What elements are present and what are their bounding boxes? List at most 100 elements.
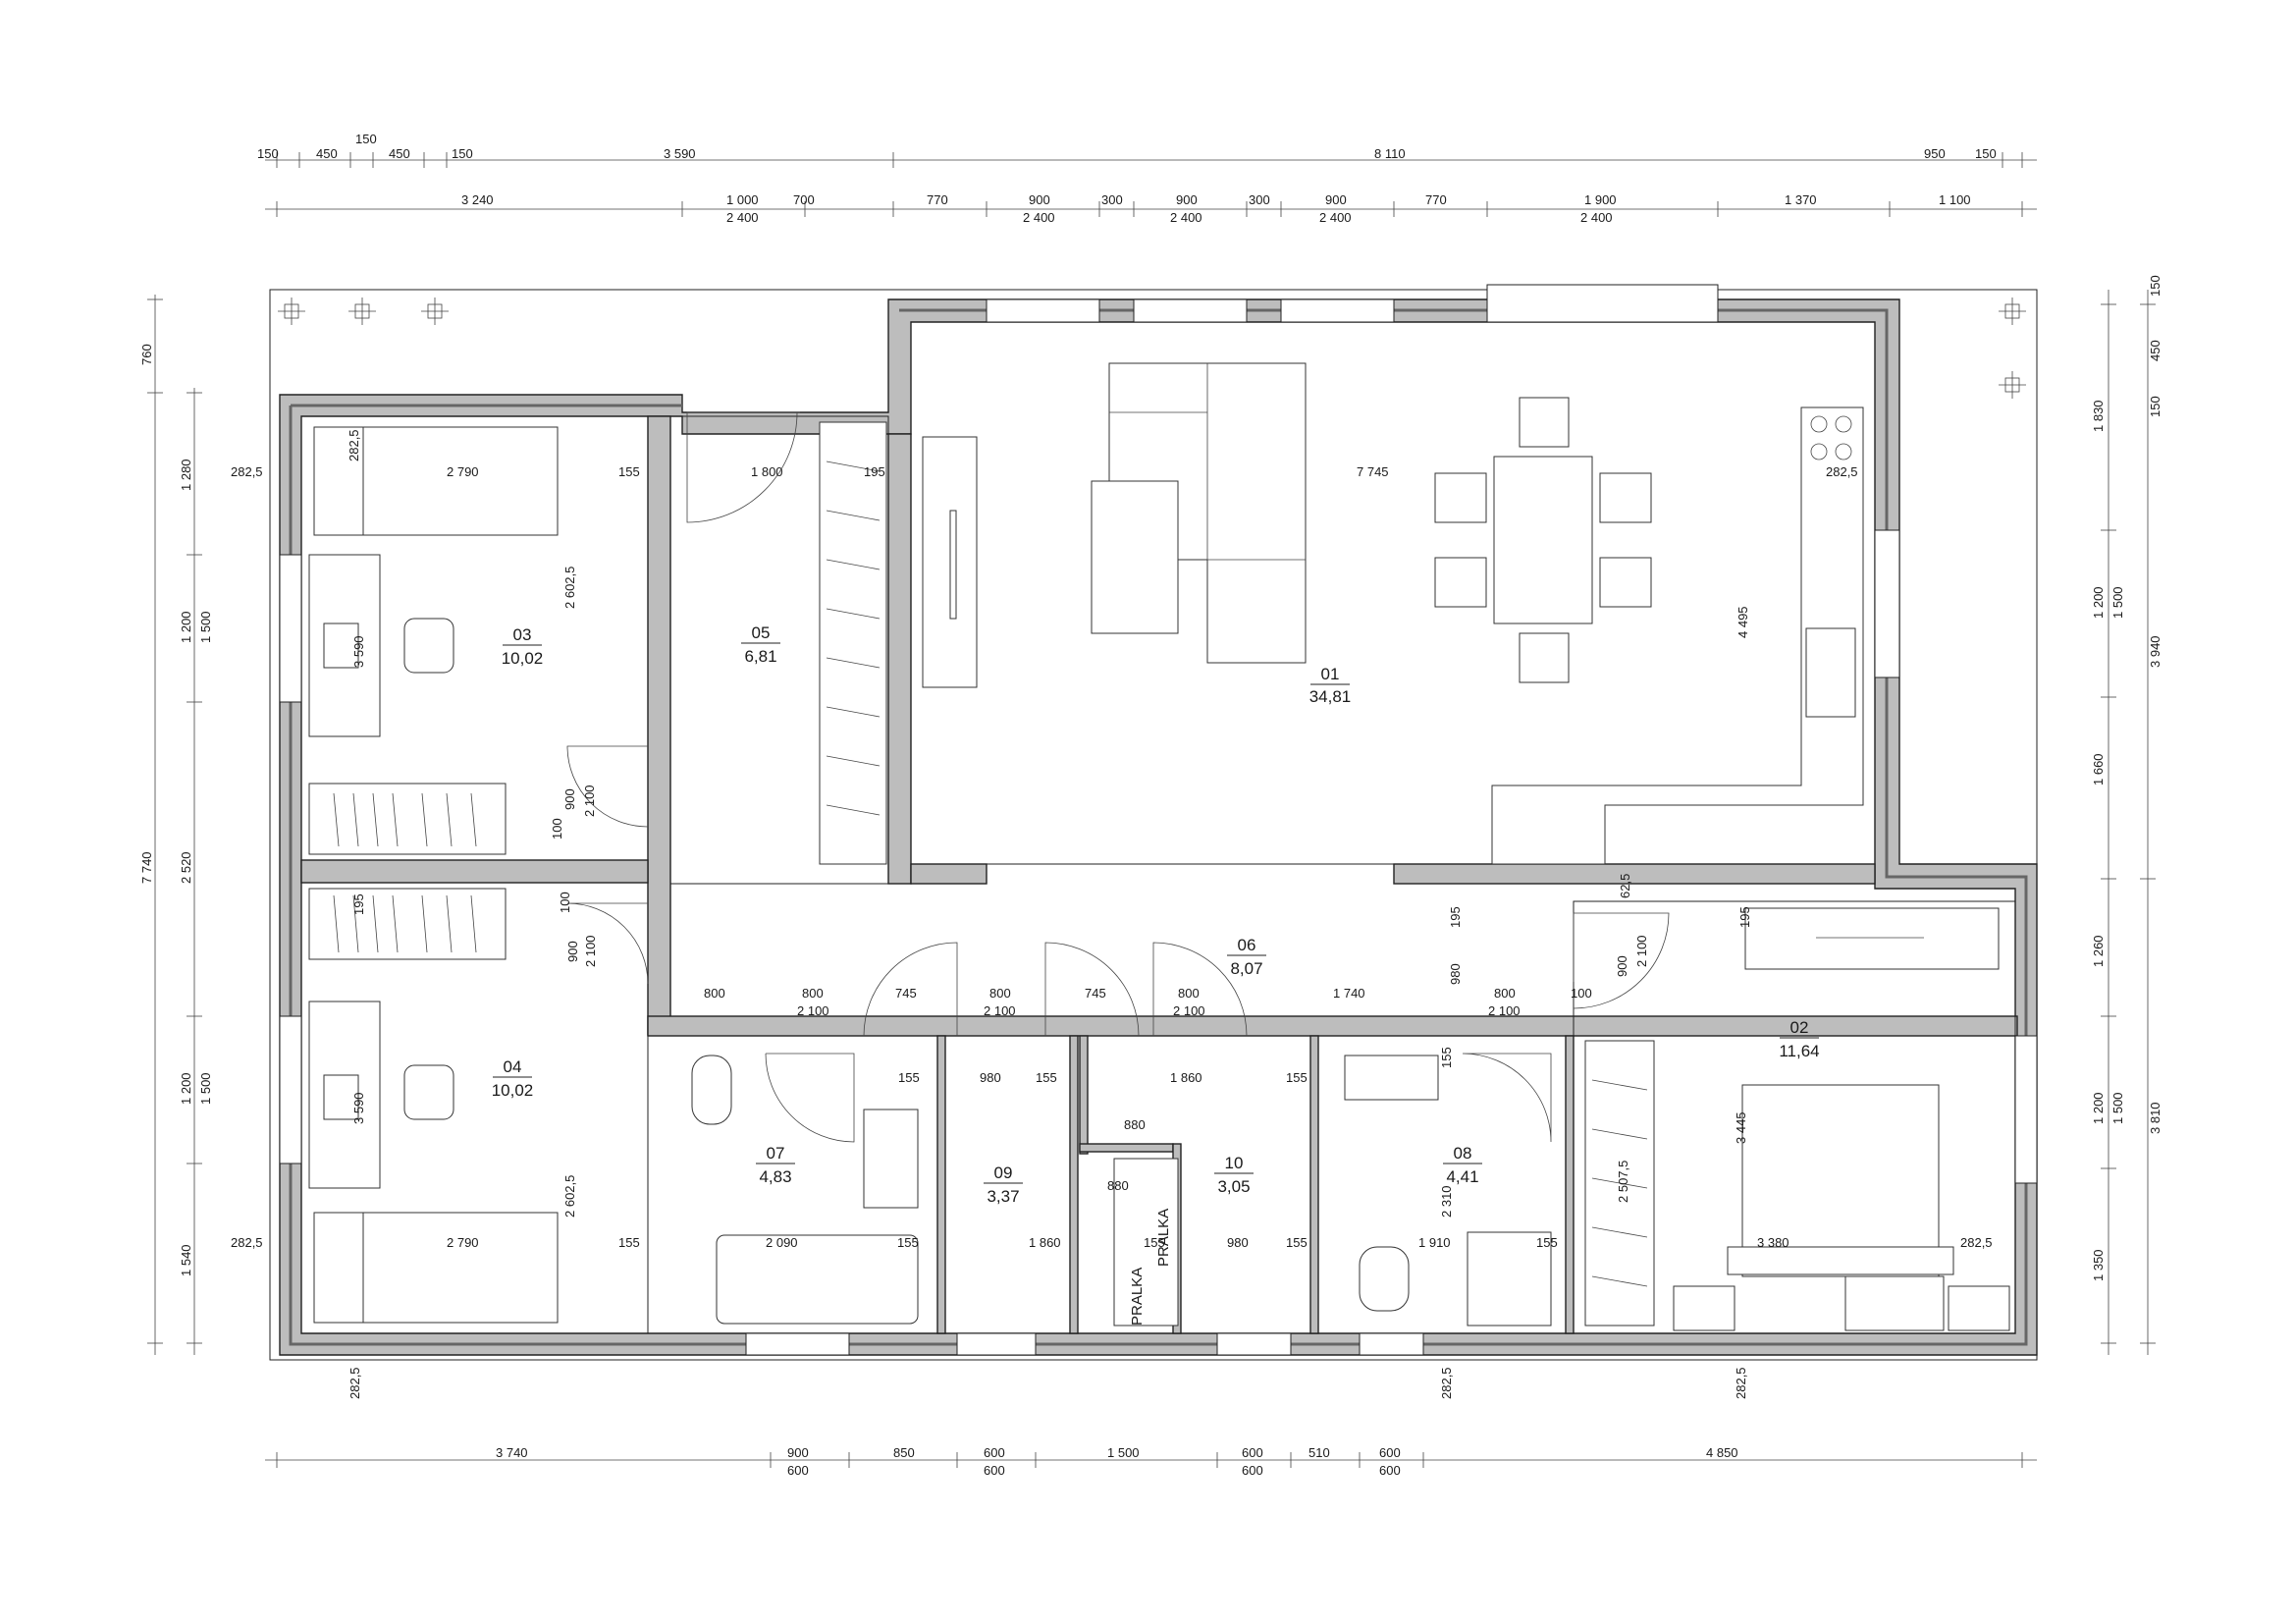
dim-text: 2 310	[1439, 1185, 1454, 1218]
room-number: 07	[767, 1144, 785, 1163]
room-area: 6,81	[744, 647, 776, 666]
dim-text: 155	[1286, 1235, 1308, 1250]
dim-text: 900	[1029, 192, 1050, 207]
laundry-labels: PRALKA PRALKA	[1129, 1209, 1172, 1326]
dim-text: 450	[2148, 340, 2163, 361]
room-number: 08	[1454, 1144, 1472, 1163]
room-number: 03	[513, 625, 532, 644]
windows	[279, 284, 2038, 1356]
dim-text: 510	[1308, 1445, 1330, 1460]
dim-text: 282,5	[231, 464, 263, 479]
bottom-dimension-lines	[265, 1452, 2037, 1468]
dim-text: 880	[1124, 1117, 1146, 1132]
toilet-08	[1359, 1246, 1410, 1312]
dim-text: 1 660	[2091, 753, 2106, 785]
dim-text: 282,5	[231, 1235, 263, 1250]
pralka-label: PRALKA	[1129, 1268, 1146, 1326]
dim-text: 282,5	[1439, 1367, 1454, 1399]
dim-text: 155	[1286, 1070, 1308, 1085]
dim-text: 3 740	[496, 1445, 528, 1460]
room-09: 09 3,37	[984, 1164, 1023, 1206]
room-number: 04	[504, 1057, 522, 1076]
dim-text: 150	[355, 132, 377, 146]
dim-text: 1 500	[1107, 1445, 1140, 1460]
room-area: 10,02	[492, 1081, 534, 1100]
sink-08	[1344, 1055, 1439, 1101]
sink-07	[863, 1109, 919, 1209]
dim-text: 3 590	[664, 146, 696, 161]
dim-text: 1 280	[179, 459, 193, 491]
dim-text: 1 860	[1170, 1070, 1202, 1085]
kitchen-counter	[1491, 406, 1864, 865]
dim-text: 600	[1242, 1445, 1263, 1460]
dim-text: 282,5	[1960, 1235, 1993, 1250]
room-04: 04 10,02	[492, 1057, 534, 1100]
dim-text: 800	[989, 986, 1011, 1001]
left-dimension-lines	[147, 295, 202, 1355]
dim-text: 100	[558, 892, 572, 913]
dim-text: 3 445	[1734, 1111, 1748, 1144]
room-area: 4,41	[1446, 1167, 1478, 1186]
dim-text: 100	[1571, 986, 1592, 1001]
dim-text: 1 500	[2110, 586, 2125, 619]
dim-text: 7 740	[139, 851, 154, 884]
dim-text: 980	[1448, 963, 1463, 985]
dim-text: 770	[927, 192, 948, 207]
room-number: 05	[752, 623, 771, 642]
dim-text: 3 240	[461, 192, 494, 207]
dim-text: 150	[2148, 396, 2163, 417]
dim-text: 155	[1439, 1047, 1454, 1068]
dim-text: 2 790	[447, 1235, 479, 1250]
dim-text: 770	[1425, 192, 1447, 207]
wardrobe-05	[819, 421, 887, 865]
dim-text: 3 810	[2148, 1102, 2163, 1134]
dim-text: 155	[618, 1235, 640, 1250]
room-03: 03 10,02	[502, 625, 544, 668]
top-dimension-row-1: 150 450 150 450 150 3 590 8 110 950 150	[257, 132, 1997, 161]
dim-text: 1 200	[2091, 1092, 2106, 1124]
dim-text: 282,5	[1826, 464, 1858, 479]
dim-text: 850	[893, 1445, 915, 1460]
room-area: 10,02	[502, 649, 544, 668]
room-10: 10 3,05	[1214, 1154, 1254, 1196]
dim-text: 2 400	[1023, 210, 1055, 225]
dim-text: 1 000	[726, 192, 759, 207]
coffee-table	[1091, 480, 1179, 634]
dim-text: 155	[1144, 1235, 1165, 1250]
room-area: 11,64	[1779, 1042, 1819, 1060]
dim-text: 900	[1615, 955, 1629, 977]
dim-text: 8 110	[1374, 146, 1406, 161]
dim-text: 600	[1242, 1463, 1263, 1478]
dim-text: 900	[562, 788, 577, 810]
dim-text: 300	[1249, 192, 1270, 207]
dim-text: 150	[452, 146, 473, 161]
dim-text: 450	[389, 146, 410, 161]
dim-text: 900	[787, 1445, 809, 1460]
dim-text: 1 910	[1418, 1235, 1451, 1250]
dim-text: 150	[2148, 275, 2163, 297]
room-08: 08 4,41	[1443, 1144, 1482, 1186]
room-area: 3,05	[1217, 1177, 1250, 1196]
left-dimension-col: 760 1 280 1 200 1 500 2 520 1 200 1 500 …	[139, 344, 213, 1276]
dim-text: 195	[864, 464, 885, 479]
dim-text: 3 380	[1757, 1235, 1789, 1250]
dim-text: 800	[1178, 986, 1200, 1001]
dim-text: 2 400	[1319, 210, 1352, 225]
dim-text: 4 495	[1735, 606, 1750, 638]
dim-text: 195	[1737, 906, 1752, 928]
dim-text: 1 500	[198, 1072, 213, 1105]
wardrobe-02	[1744, 907, 2000, 970]
dim-text: 1 740	[1333, 986, 1365, 1001]
dim-text: 2 100	[797, 1003, 829, 1018]
dim-text: 282,5	[347, 1367, 362, 1399]
doors	[566, 411, 1670, 1143]
room-06: 06 8,07	[1227, 936, 1266, 978]
top-dimension-row-2: 3 240 1 000 2 400 700 770 900 2 400 300 …	[461, 192, 1971, 225]
room-07: 07 4,83	[756, 1144, 795, 1186]
dim-text: 300	[1101, 192, 1123, 207]
bathtub	[716, 1234, 919, 1325]
right-dimension-col: 150 450 150 1 830 1 200 1 500 1 660 1 26…	[2091, 275, 2163, 1281]
dim-text: 800	[1494, 986, 1516, 1001]
dim-text: 1 260	[2091, 935, 2106, 967]
dim-text: 2 100	[1634, 935, 1649, 967]
